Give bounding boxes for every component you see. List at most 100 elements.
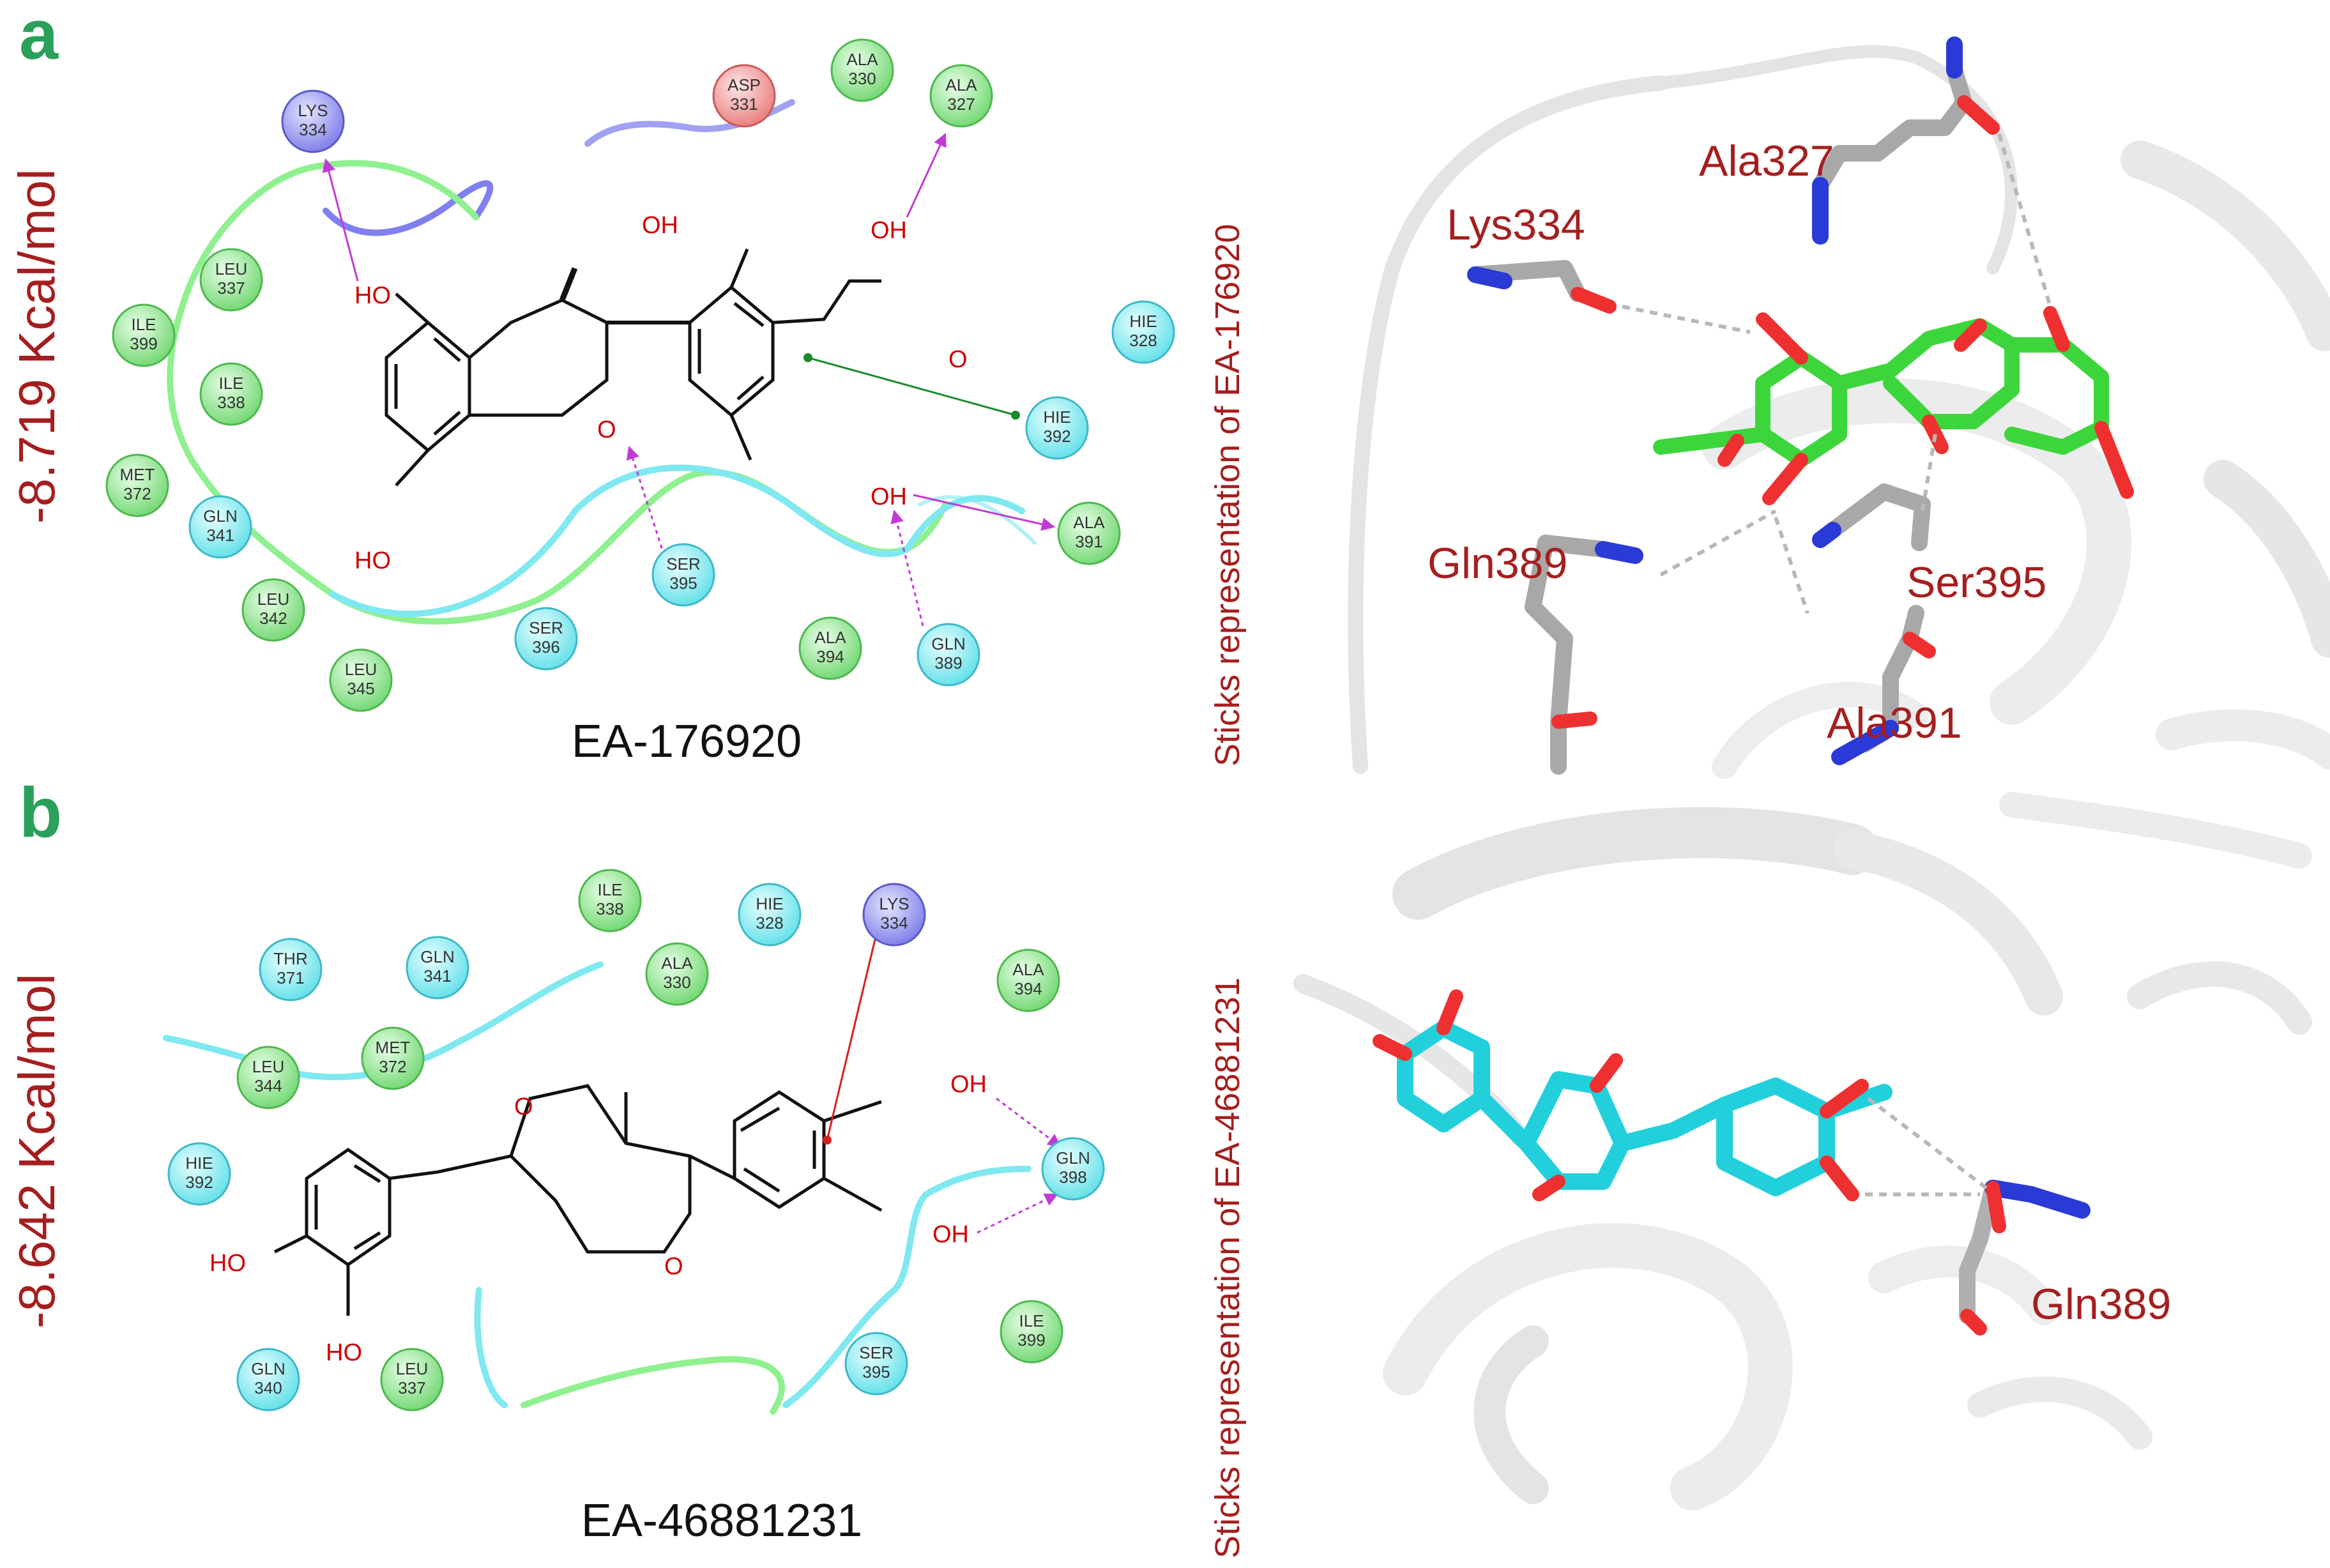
residue-label-3d-b: Gln389 xyxy=(2031,1280,2171,1328)
residue-label: 399 xyxy=(130,334,157,353)
residue-sticks-b xyxy=(1959,1180,2090,1336)
residue-label: SER xyxy=(529,618,563,637)
pocket-contour-a xyxy=(167,99,1037,625)
residue-label: HIE xyxy=(756,894,783,913)
residue-label: ALA xyxy=(1012,960,1044,979)
atom-label: HO xyxy=(209,1250,246,1277)
residue-label: LYS xyxy=(298,101,328,120)
residue-label: 392 xyxy=(1043,427,1070,446)
ribbon-b xyxy=(1293,792,2312,1511)
text-label: Lys334 xyxy=(1447,201,1585,249)
atom-label: HO xyxy=(354,282,391,309)
ligand-a-atoms: OH OH O O HO HO OH xyxy=(354,212,968,574)
residue-label: 341 xyxy=(206,526,234,545)
residue-label: GLN xyxy=(203,506,237,526)
ligand-b-structure xyxy=(273,1084,883,1316)
atom-label: O xyxy=(597,416,616,443)
residue-label: 396 xyxy=(532,637,560,657)
residue-label: 371 xyxy=(277,968,304,987)
residue-label: HIE xyxy=(1129,312,1157,331)
residue-label: 372 xyxy=(379,1057,406,1076)
text-label: Gln389 xyxy=(1428,539,1567,588)
residue-label: 327 xyxy=(947,95,975,114)
residue-label: 337 xyxy=(398,1378,425,1397)
hbonds-b xyxy=(1865,1097,1988,1196)
residue-label: ILE xyxy=(1019,1311,1044,1330)
atom-label: O xyxy=(948,346,968,373)
residue-label: 334 xyxy=(299,120,326,139)
interactions-b xyxy=(823,925,1062,1234)
residue-label: 398 xyxy=(1059,1168,1086,1187)
residue-label: 389 xyxy=(934,653,962,673)
residue-label: 394 xyxy=(816,647,844,666)
panel-a-energy: -8.719 Kcal/mol xyxy=(8,169,65,524)
residue-label: 338 xyxy=(217,393,245,412)
residue-label: LEU xyxy=(396,1359,429,1378)
residue-label: ALA xyxy=(814,628,846,647)
hbonds-a xyxy=(1622,133,2052,614)
residue-label: ILE xyxy=(218,374,243,393)
residue-label: 392 xyxy=(185,1173,213,1192)
residue-label: SER xyxy=(859,1343,893,1362)
residue-label: LEU xyxy=(345,660,377,679)
residue-label: ALA xyxy=(1073,513,1105,532)
residue-label: ALA xyxy=(661,954,693,973)
atom-label: HO xyxy=(326,1339,362,1366)
ligand-b-atoms: O O OH OH HO HO xyxy=(209,1071,987,1366)
ligand-b-sticks xyxy=(1373,989,1892,1201)
residue-label: 399 xyxy=(1017,1330,1045,1350)
residue-label: MET xyxy=(376,1038,411,1057)
panel-b-letter: b xyxy=(19,773,62,852)
residue-label: HIE xyxy=(1043,407,1070,427)
residue-label: 337 xyxy=(217,278,245,298)
residue-label: LEU xyxy=(252,1057,285,1076)
residue-label: LEU xyxy=(257,590,290,609)
compound-name-b: EA-46881231 xyxy=(581,1495,862,1546)
residue-label: 331 xyxy=(730,95,758,114)
atom-label: OH xyxy=(871,217,907,244)
residue-label: 345 xyxy=(347,679,374,698)
residue-sticks-a xyxy=(1467,36,2000,775)
atom-label: OH xyxy=(950,1071,987,1098)
panel-a-3d: Ala327 Lys334 Gln389 Ser395 Ala391 xyxy=(1284,0,2330,795)
atom-label: HO xyxy=(354,547,391,574)
residue-label: LYS xyxy=(879,894,909,913)
residue-label: 395 xyxy=(669,574,697,593)
atom-label: O xyxy=(514,1093,533,1120)
ligand-a-sticks xyxy=(1653,306,2134,505)
residue-label: ASP xyxy=(727,75,761,95)
residue-labels-3d-a: Ala327 Lys334 Gln389 Ser395 Ala391 xyxy=(1428,137,2046,747)
residue-label: 341 xyxy=(423,966,451,986)
residue-label: 334 xyxy=(880,913,908,932)
